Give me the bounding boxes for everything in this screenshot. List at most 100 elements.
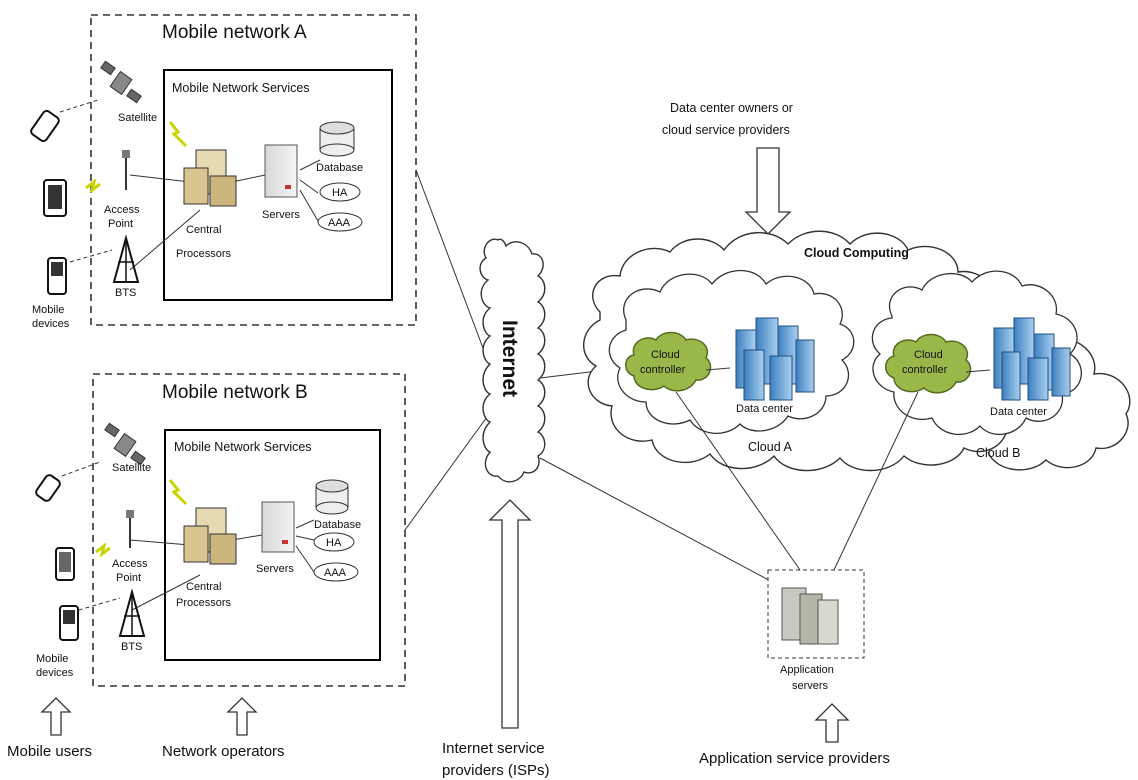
network-b-cp-label-1: Central bbox=[186, 581, 221, 593]
network-a-satellite-lightning bbox=[168, 121, 188, 148]
link-controller-b-app bbox=[833, 391, 919, 571]
network-a-title: Mobile network A bbox=[162, 22, 307, 43]
network-b-ap-label-2: Point bbox=[116, 572, 141, 584]
link-network-a-internet bbox=[415, 169, 493, 373]
network-b-ha-node bbox=[313, 532, 355, 552]
network-a-satellite-link bbox=[59, 99, 99, 113]
network-a-satellite-label: Satellite bbox=[118, 112, 157, 124]
data-center-b-icon bbox=[993, 317, 1071, 401]
link-controller-b-datacenter bbox=[965, 369, 991, 373]
central-processor-icon bbox=[183, 149, 237, 207]
mobile-users-label: Mobile users bbox=[7, 743, 92, 760]
network-a-servers-label: Servers bbox=[262, 209, 300, 221]
cloud-controller-b-label-2: controller bbox=[902, 364, 948, 376]
network-b-links bbox=[129, 519, 315, 611]
network-a-ap-label-1: Access bbox=[104, 204, 140, 216]
cloud-controller-a-label-1: Cloud bbox=[651, 349, 680, 361]
app-server-icon bbox=[781, 587, 839, 645]
network-b-title: Mobile network B bbox=[162, 382, 308, 403]
network-a-ap-label-2: Point bbox=[108, 218, 133, 230]
network-a-bts-label: BTS bbox=[115, 287, 136, 299]
link-network-b-internet bbox=[404, 409, 493, 531]
cloud-controller-a: Cloud controller bbox=[625, 331, 712, 392]
network-b-services-title: Mobile Network Services bbox=[174, 440, 312, 454]
cloud-controller-b: Cloud controller bbox=[885, 333, 972, 394]
network-operators-arrow bbox=[226, 697, 258, 736]
mobile-network-b: Mobile network B Mobile Network Services… bbox=[35, 373, 406, 687]
isps-label-2: providers (ISPs) bbox=[442, 762, 550, 779]
internet-cloud bbox=[479, 238, 546, 483]
network-b-ha-label: HA bbox=[326, 537, 342, 549]
app-servers-label-2: servers bbox=[792, 680, 829, 692]
network-a-services-title: Mobile Network Services bbox=[172, 81, 310, 95]
network-a-bts-link bbox=[69, 249, 113, 263]
isp-arrow bbox=[488, 499, 532, 729]
network-a-devices-label-2: devices bbox=[32, 318, 70, 330]
app-providers-arrow bbox=[814, 703, 850, 743]
network-b-ap-label-1: Access bbox=[112, 558, 148, 570]
cloud-controller-a-label-2: controller bbox=[640, 364, 686, 376]
network-b-aaa-label: AAA bbox=[324, 567, 347, 579]
network-b-bts-label: BTS bbox=[121, 641, 142, 653]
network-b-devices-label-2: devices bbox=[36, 667, 74, 679]
network-a-ha-node bbox=[319, 182, 361, 202]
central-processor-icon bbox=[183, 507, 237, 565]
network-a-database-label: Database bbox=[316, 162, 363, 174]
network-a-devices-label-1: Mobile bbox=[32, 304, 64, 316]
data-center-a-label: Data center bbox=[736, 403, 793, 415]
network-b-ap-lightning bbox=[95, 542, 111, 558]
database-icon bbox=[315, 479, 349, 515]
cloud-a-outline bbox=[608, 270, 855, 435]
database-icon bbox=[319, 121, 355, 157]
bts-tower-icon bbox=[118, 588, 146, 637]
app-providers-label: Application service providers bbox=[699, 750, 890, 767]
cloud-provider-arrow bbox=[744, 147, 792, 235]
network-b-aaa-node bbox=[313, 562, 359, 582]
access-point-icon bbox=[126, 510, 134, 548]
mobile-network-a: Mobile network A Mobile Network Services… bbox=[30, 14, 417, 330]
cloud-controller-b-label-1: Cloud bbox=[914, 349, 943, 361]
phone-icon bbox=[47, 257, 67, 295]
link-internet-app-servers bbox=[539, 457, 781, 587]
network-a-links bbox=[129, 159, 321, 271]
network-b-satellite-link bbox=[61, 461, 101, 477]
internet-label: Internet bbox=[498, 320, 521, 397]
cloud-providers-label-2: cloud service providers bbox=[662, 123, 790, 137]
network-a-cp-label-1: Central bbox=[186, 224, 221, 236]
server-icon bbox=[264, 144, 298, 198]
network-b-satellite-lightning bbox=[168, 479, 188, 506]
cloud-computing: Cloud Computing Cloud A Cloud controller… bbox=[582, 101, 1131, 472]
satellite-icon bbox=[100, 60, 142, 104]
network-a-ha-label: HA bbox=[332, 187, 348, 199]
isps-label-1: Internet service bbox=[442, 740, 545, 757]
network-b-satellite-label: Satellite bbox=[112, 462, 151, 474]
link-controller-a-app bbox=[675, 391, 801, 571]
cloud-providers-label-1: Data center owners or bbox=[670, 101, 793, 115]
data-center-b-label: Data center bbox=[990, 406, 1047, 418]
internet: Internet bbox=[404, 169, 781, 587]
app-servers-label-1: Application bbox=[780, 664, 834, 676]
network-operators-label: Network operators bbox=[162, 743, 285, 760]
phone-icon bbox=[43, 179, 67, 217]
bottom-actors: Mobile users Network operators Internet … bbox=[7, 499, 890, 779]
data-center-a-icon bbox=[735, 317, 815, 401]
network-b-bts-link bbox=[71, 597, 121, 613]
network-a-aaa-node bbox=[317, 212, 363, 232]
satellite-icon bbox=[104, 422, 146, 466]
server-icon bbox=[261, 501, 295, 553]
network-b-servers-label: Servers bbox=[256, 563, 294, 575]
network-b-cp-label-2: Processors bbox=[176, 597, 232, 609]
cloud-computing-title: Cloud Computing bbox=[804, 246, 909, 260]
cloud-b-label: Cloud B bbox=[976, 446, 1020, 460]
application-servers: Application servers bbox=[675, 391, 919, 692]
access-point-icon bbox=[122, 150, 130, 190]
network-b-database-label: Database bbox=[314, 519, 361, 531]
phone-icon bbox=[55, 547, 75, 581]
cloud-a-label: Cloud A bbox=[748, 440, 792, 454]
phone-icon bbox=[30, 109, 60, 143]
network-a-aaa-label: AAA bbox=[328, 217, 351, 229]
network-b-devices-label-1: Mobile bbox=[36, 653, 68, 665]
mobile-users-arrow bbox=[40, 697, 72, 736]
